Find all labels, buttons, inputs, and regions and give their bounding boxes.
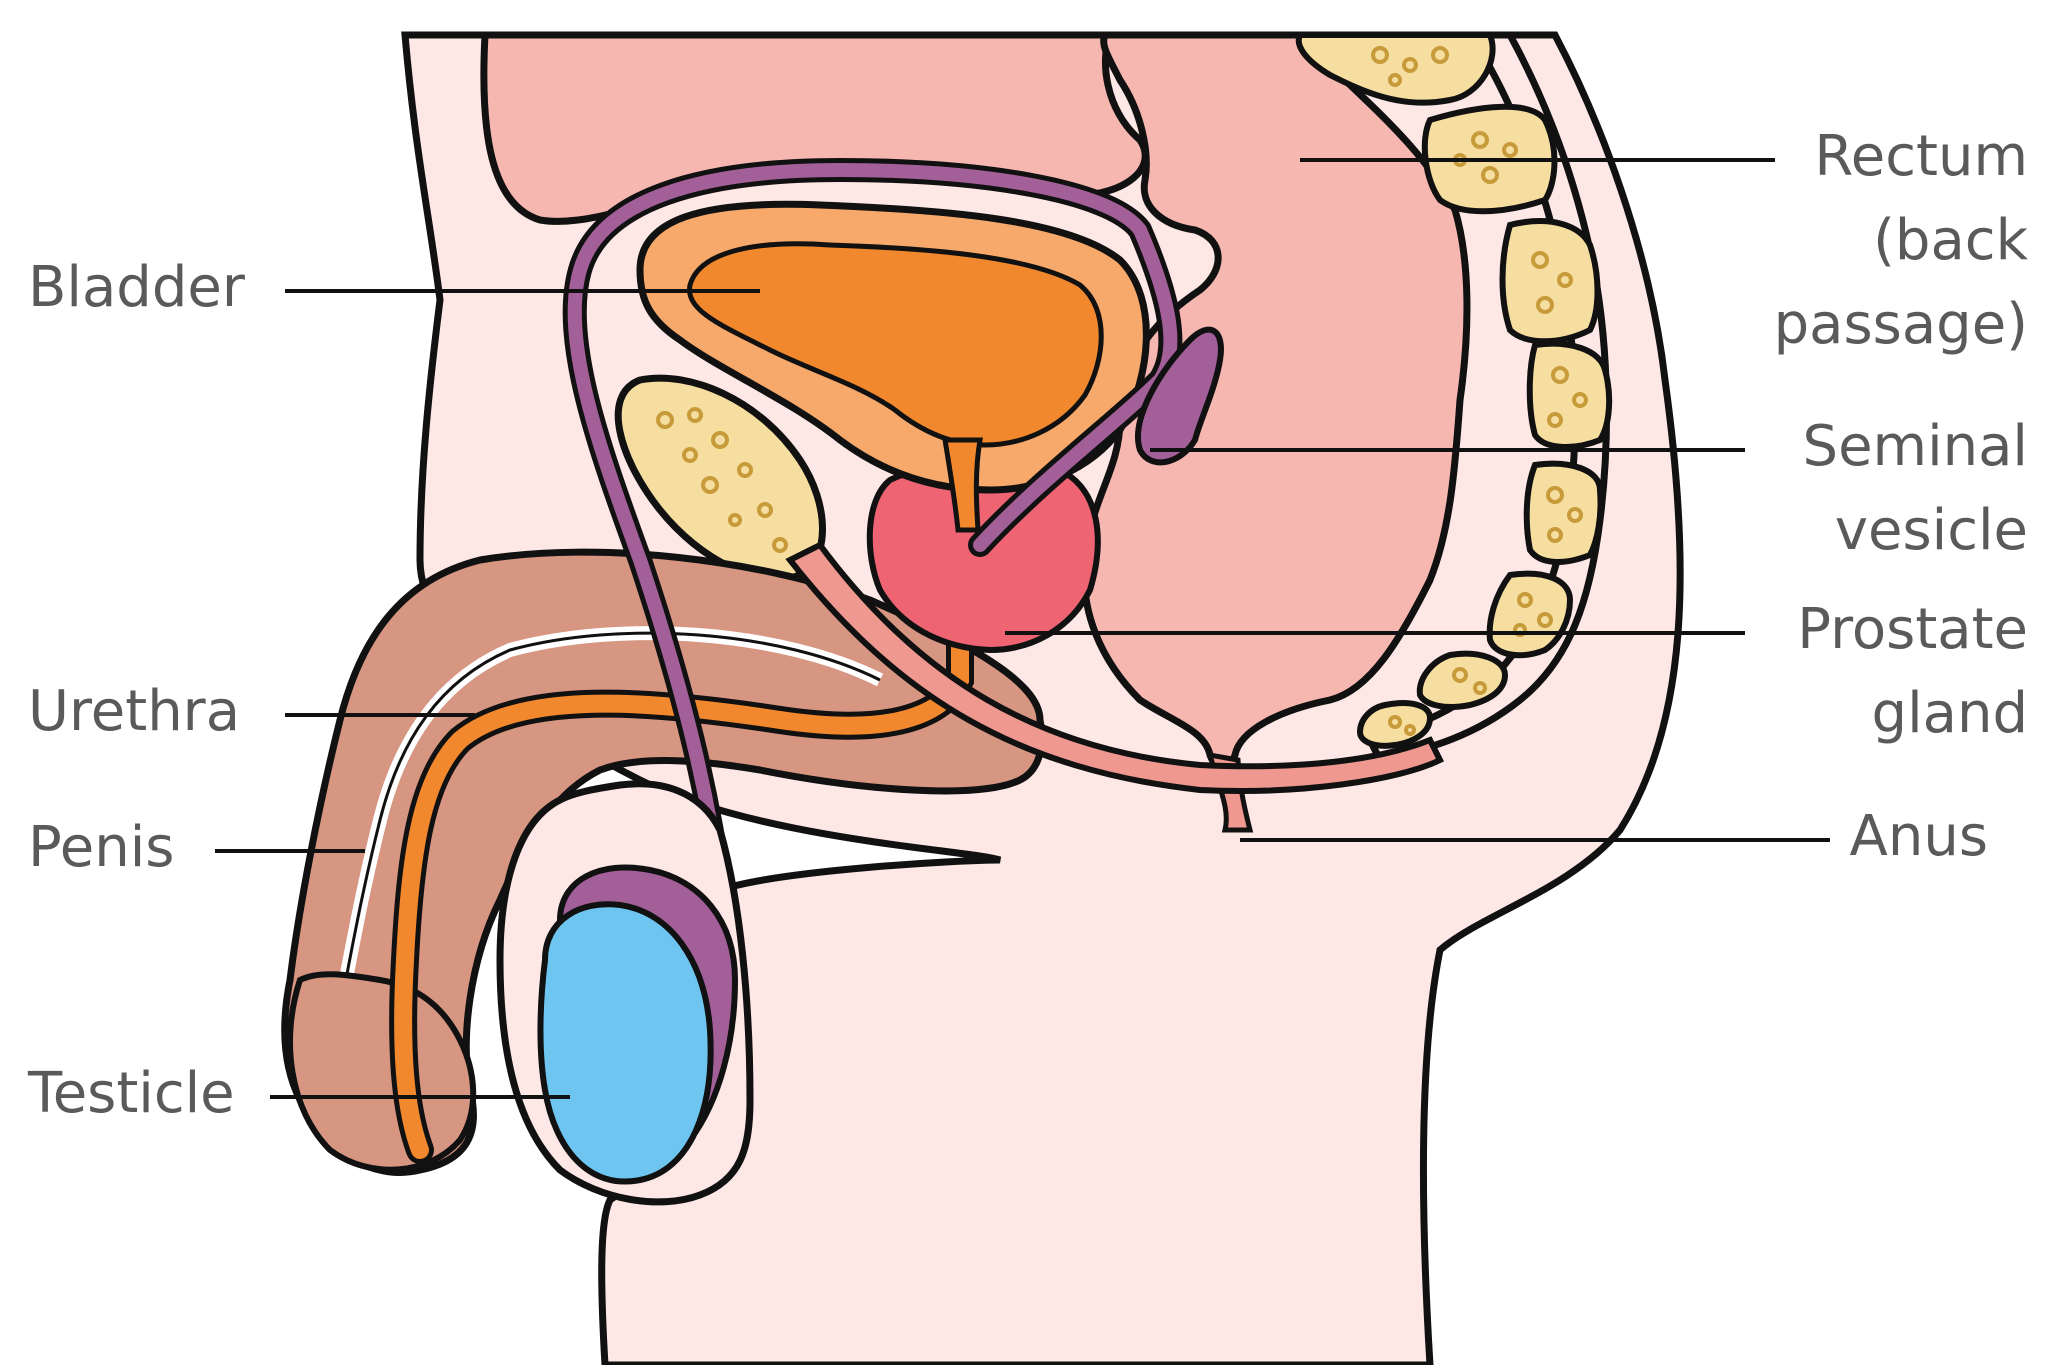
label-rectum-line-3: passage) <box>1773 292 2028 357</box>
label-bladder: Bladder <box>28 246 245 330</box>
vertebra <box>1499 218 1601 345</box>
rectum-organ <box>1080 31 1471 770</box>
perineum-canal <box>785 541 1445 794</box>
penis-inner-outline <box>338 631 881 1011</box>
label-rectum: Rectum (back passage) <box>1774 115 2028 367</box>
pubic-bone-texture <box>656 407 788 553</box>
label-bladder-text: Bladder <box>28 255 245 320</box>
label-testicle: Testicle <box>28 1052 235 1136</box>
label-penis: Penis <box>28 806 174 890</box>
label-seminal-vesicle-line-2: vesicle <box>1834 498 2028 563</box>
glans <box>287 971 477 1173</box>
label-penis-text: Penis <box>28 815 175 880</box>
label-prostate-gland-line-2: gland <box>1871 681 2028 746</box>
label-urethra-text: Urethra <box>28 679 241 744</box>
label-anus-text: Anus <box>1849 804 1988 869</box>
seminal-vesicle-organ <box>1135 326 1224 466</box>
leader-lines <box>215 158 1830 1099</box>
vertebra <box>1356 700 1434 749</box>
urethra-fill <box>394 461 969 1159</box>
testicle-organ <box>537 901 714 1185</box>
label-urethra: Urethra <box>28 670 240 754</box>
label-prostate-gland: Prostate gland <box>1797 588 2028 756</box>
label-anus: Anus <box>1850 795 1988 879</box>
label-seminal-vesicle-line-1: Seminal <box>1802 414 2028 479</box>
label-rectum-line-2: (back <box>1873 208 2028 273</box>
label-rectum-line-1: Rectum <box>1814 124 2028 189</box>
vertebra <box>1526 340 1613 450</box>
label-testicle-text: Testicle <box>28 1061 235 1126</box>
label-prostate-gland-line-1: Prostate <box>1797 597 2028 662</box>
bladder-inner <box>687 241 1104 448</box>
vertebra <box>1523 460 1604 565</box>
label-seminal-vesicle: Seminal vesicle <box>1803 405 2028 573</box>
